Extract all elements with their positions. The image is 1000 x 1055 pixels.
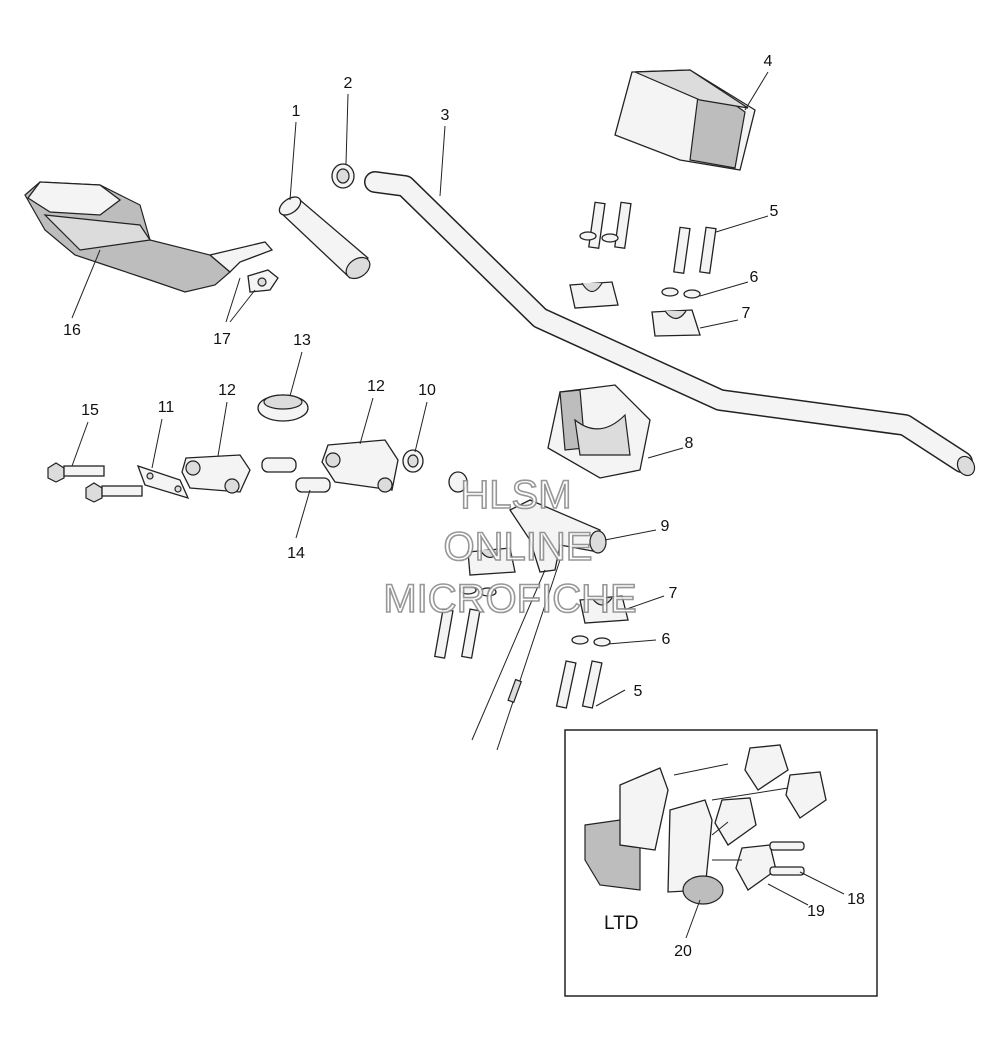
watermark-line-3: MICROFICHE	[383, 577, 636, 621]
leader-lines	[71, 71, 845, 939]
lower-clamp-right	[579, 595, 629, 624]
ltd-bolts	[769, 841, 805, 876]
small-nut	[448, 471, 468, 493]
plate-11	[136, 464, 190, 500]
nut-10	[402, 449, 424, 473]
upper-bolts-right	[673, 226, 717, 274]
lower-clamp-left	[467, 547, 516, 576]
callout-4: 4	[764, 53, 773, 70]
lower-bolts-right	[555, 660, 603, 709]
callout-6-lower: 6	[662, 631, 671, 648]
bar-pad	[614, 69, 756, 171]
callout-14: 14	[287, 545, 305, 562]
handlebar	[364, 171, 976, 477]
ring-13	[257, 394, 309, 422]
callout-11: 11	[158, 399, 175, 416]
upper-washers	[579, 231, 701, 299]
handguard-clamp	[247, 269, 279, 293]
ltd-label: LTD	[604, 913, 638, 934]
callout-19: 19	[807, 903, 825, 920]
callout-2: 2	[344, 75, 353, 92]
callout-13: 13	[293, 332, 311, 349]
callout-12-right: 12	[367, 378, 385, 395]
callout-16: 16	[63, 322, 81, 339]
callout-6-upper: 6	[750, 269, 759, 286]
callouts: 1 2 3 4 5 6 7 8 9 10 11 12 12 13 14 15 1…	[63, 53, 865, 960]
callout-15: 15	[81, 402, 99, 419]
watermark-line-1: HLSM	[460, 473, 571, 517]
lower-bolts-left	[433, 608, 481, 659]
callout-5-lower: 5	[634, 683, 643, 700]
watermark-line-2: ONLINE	[444, 525, 593, 569]
clamp-12-left	[181, 454, 251, 494]
callout-12-left: 12	[218, 382, 236, 399]
callout-3: 3	[441, 107, 450, 124]
bar-mount	[547, 384, 651, 479]
ltd-riser	[584, 767, 724, 905]
callout-5-upper: 5	[770, 203, 779, 220]
callout-10: 10	[418, 382, 436, 399]
callout-1: 1	[292, 103, 301, 120]
lower-washers-left	[459, 585, 497, 597]
watermark: HLSM ONLINE MICROFICHE	[383, 472, 638, 622]
grip	[278, 196, 371, 280]
bar-end-plug	[331, 163, 355, 189]
callout-8: 8	[685, 435, 694, 452]
ltd-clamps	[714, 744, 827, 891]
callout-7-upper: 7	[742, 305, 751, 322]
callout-7-lower: 7	[669, 585, 678, 602]
handguard	[24, 181, 274, 293]
callout-17: 17	[213, 331, 231, 348]
lower-washers-right	[571, 635, 611, 647]
bolt-15	[47, 462, 143, 503]
riser	[471, 499, 607, 751]
clamp-12-right	[321, 439, 399, 493]
callout-18: 18	[847, 891, 865, 908]
callout-9: 9	[661, 518, 670, 535]
spacers-14	[261, 457, 331, 493]
ltd-inset: LTD	[564, 729, 878, 997]
callout-20: 20	[674, 943, 692, 960]
upper-clamps	[569, 281, 701, 337]
